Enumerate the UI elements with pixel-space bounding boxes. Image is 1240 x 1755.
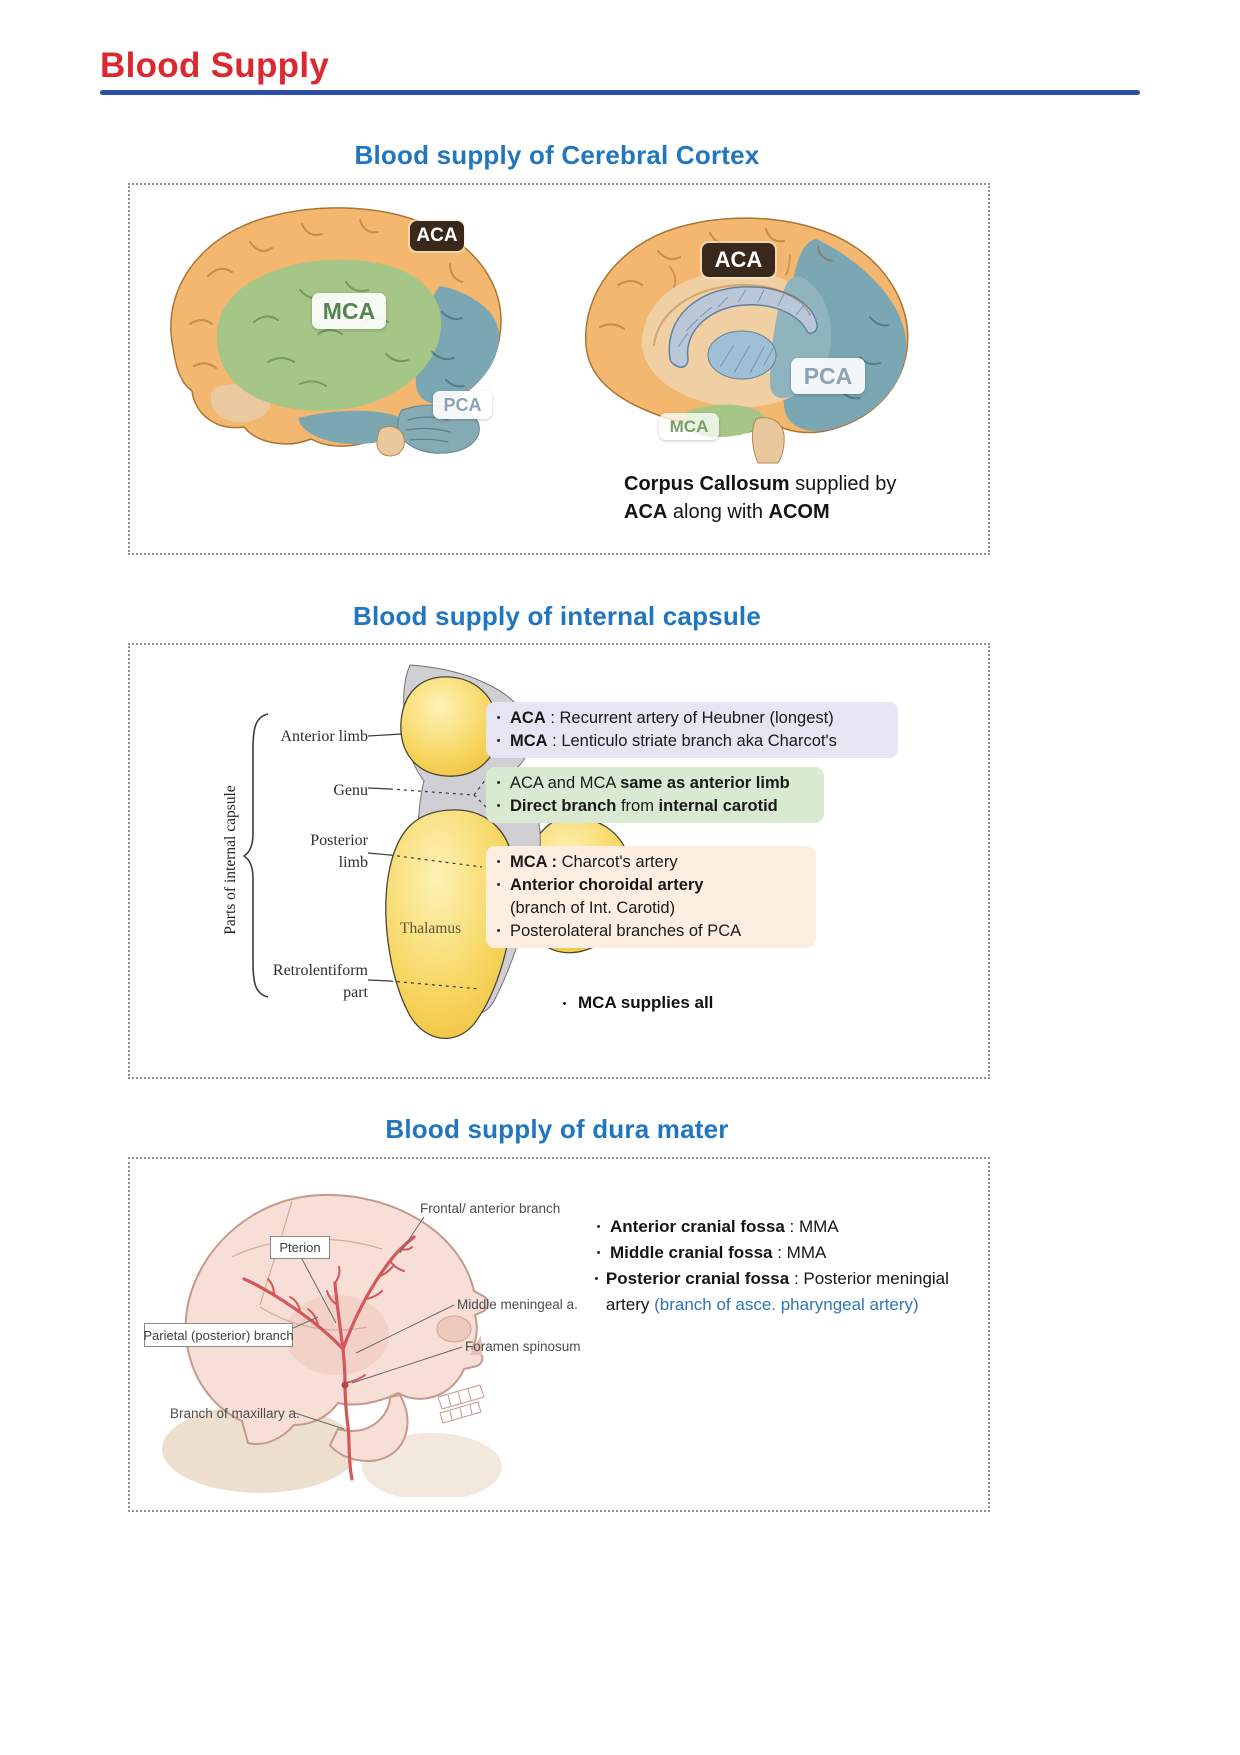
aca-label-lateral: ACA: [410, 221, 464, 251]
genu-arteries-box: • ACA and MCA same as anterior limb • Dire…: [486, 767, 824, 823]
teeth: [437, 1384, 485, 1424]
list-item: • MCA : Charcot's artery: [494, 851, 806, 874]
list-item: • Anterior choroidal artery: [494, 874, 806, 897]
cortex-panel: ACA MCA PCA ACA PCA MCA Corpus Callosum …: [128, 183, 990, 555]
parts-bracket-label: Parts of internal capsule: [222, 785, 239, 935]
list-item-text: Direct branch from internal carotid: [510, 797, 778, 815]
bullet-icon: •: [496, 777, 501, 789]
mca-label-lateral: MCA: [312, 293, 386, 329]
pca-label-lateral: PCA: [433, 391, 492, 419]
list-item-text: Posterior cranial fossa : Posterior meni…: [605, 1269, 949, 1314]
dura-panel: Frontal/ anterior branch Pterion Middle …: [128, 1157, 990, 1512]
dura-section-heading: Blood supply of dura mater: [385, 1114, 729, 1144]
retrolentiform-line1: Retrolentiform: [272, 962, 368, 979]
frontal-branch-label: Frontal/ anterior branch: [420, 1201, 561, 1216]
capsule-section-heading: Blood supply of internal capsule: [352, 601, 761, 631]
bullet-icon: •: [562, 998, 567, 1010]
skull-shape: [184, 1193, 489, 1463]
caudate-head-shape: [400, 676, 499, 777]
anterior-limb-arteries-box: • ACA : Recurrent artery of Heubner (long…: [486, 702, 898, 758]
dura-bullet-list: • Anterior cranial fossa : MMA • Middle cr…: [594, 1214, 966, 1318]
corpus-callosum-note: Corpus Callosum supplied by ACA along wi…: [624, 470, 954, 526]
mca-supplies-all-note: • MCA supplies all: [560, 993, 714, 1016]
retrolentiform-label: Retrolentiform part: [228, 960, 368, 1004]
thalamus-medial-shape: [707, 330, 777, 380]
note-line: ACA along with ACOM: [624, 498, 954, 526]
bullet-icon: •: [496, 800, 501, 812]
posterior-limb-line2: limb: [338, 854, 368, 871]
list-item: • Anterior cranial fossa : MMA: [594, 1214, 966, 1240]
bullet-icon: •: [496, 879, 501, 891]
pterion-label: Pterion: [270, 1236, 330, 1259]
bullet-icon: •: [496, 735, 501, 747]
middle-meningeal-artery-tree: [242, 1235, 416, 1481]
summary-text: MCA supplies all: [578, 993, 714, 1012]
posterior-limb-label: Posterior limb: [248, 830, 368, 874]
posterior-limb-line1: Posterior: [310, 832, 368, 849]
parietal-branch-label: Parietal (posterior) branch: [143, 1323, 294, 1347]
list-item: • ACA and MCA same as anterior limb: [494, 772, 814, 795]
list-item: • ACA : Recurrent artery of Heubner (long…: [494, 707, 888, 730]
retrolentiform-line2: part: [343, 984, 368, 1001]
capsule-panel: Parts of internal capsule Anterior limb …: [128, 643, 990, 1079]
list-item-text: Anterior choroidal artery: [510, 876, 704, 894]
list-item-text: MCA : Charcot's artery: [510, 853, 678, 871]
genu-label: Genu: [333, 782, 368, 799]
list-item: • MCA : Lenticulo striate branch aka Char…: [494, 730, 888, 753]
label-leader-lines: [367, 733, 487, 990]
skull-label-leader-lines: [290, 1216, 463, 1430]
bullet-icon: •: [496, 712, 501, 724]
note-line: Corpus Callosum supplied by: [624, 470, 954, 498]
thalamus-label: Thalamus: [400, 920, 462, 937]
bullet-icon: •: [594, 1273, 599, 1285]
corpus-callosum-shape: [668, 286, 818, 368]
list-item-text: ACA : Recurrent artery of Heubner (longe…: [510, 709, 834, 727]
note-bold: Corpus Callosum: [624, 473, 790, 495]
list-item-text: Middle cranial fossa : MMA: [610, 1243, 827, 1262]
note-bold: ACOM: [768, 501, 830, 523]
list-item: • Direct branch from internal carotid: [494, 795, 814, 818]
foramen-spinosum-marker: [341, 1381, 349, 1389]
parts-bracket: [242, 713, 269, 998]
bullet-icon: •: [596, 1247, 601, 1259]
page-title: Blood Supply: [100, 46, 330, 85]
list-item-continuation: (branch of Int. Carotid): [510, 899, 676, 917]
foramen-spinosum-label: Foramen spinosum: [465, 1339, 581, 1354]
cortex-section-heading: Blood supply of Cerebral Cortex: [354, 140, 760, 170]
list-item-text: Posterolateral branches of PCA: [510, 922, 742, 940]
aca-label-medial: ACA: [702, 243, 775, 277]
maxillary-branch-label: Branch of maxillary a.: [170, 1406, 300, 1421]
bullet-icon: •: [496, 856, 501, 868]
bullet-icon: •: [596, 1221, 601, 1233]
note-text: along with: [667, 501, 769, 523]
blue-reference-text: (branch of asce. pharyngeal artery): [654, 1295, 919, 1314]
list-item-text: MCA : Lenticulo striate branch aka Charc…: [510, 732, 837, 750]
list-item: • Posterolateral branches of PCA: [494, 920, 806, 943]
title-underline: [100, 90, 1140, 95]
note-bold: ACA: [624, 501, 668, 523]
anterior-limb-label: Anterior limb: [280, 728, 368, 745]
posterior-limb-arteries-box: • MCA : Charcot's artery • Anterior choroi…: [486, 846, 816, 948]
bullet-icon: •: [496, 925, 501, 937]
note-text: supplied by: [789, 473, 897, 495]
pca-label-medial: PCA: [791, 358, 865, 394]
list-item: • Middle cranial fossa : MMA: [594, 1240, 966, 1266]
middle-meningeal-label: Middle meningeal a.: [457, 1297, 578, 1312]
list-item-text: Anterior cranial fossa : MMA: [610, 1217, 839, 1236]
skull-illustration: [162, 1193, 502, 1497]
list-item: • Posterior cranial fossa : Posterior men…: [594, 1266, 966, 1318]
list-item-text: ACA and MCA same as anterior limb: [510, 774, 790, 792]
mca-label-medial: MCA: [659, 413, 719, 440]
